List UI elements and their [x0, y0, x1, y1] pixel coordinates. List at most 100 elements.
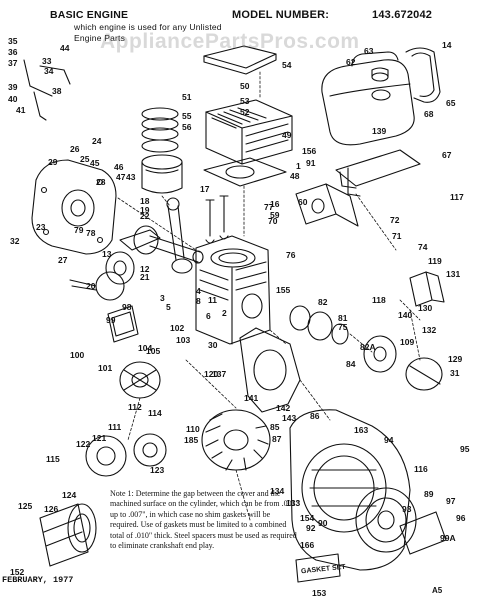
part-number-50: 50 — [240, 81, 250, 91]
part-number-126: 126 — [44, 504, 59, 514]
part-number-132: 132 — [422, 325, 437, 335]
part-number-47: 47 — [116, 172, 126, 182]
part-number-23: 23 — [36, 222, 46, 232]
part-number-76: 76 — [286, 250, 296, 260]
ignition-coil — [409, 271, 445, 307]
part-number-122: 122 — [76, 439, 91, 449]
model-number-value: 143.672042 — [372, 9, 433, 21]
part-number-30: 30 — [208, 340, 218, 350]
part-number-133: 133 — [286, 498, 301, 508]
part-number-20: 20 — [86, 281, 96, 291]
part-number-94: 94 — [384, 435, 394, 445]
part-number-43: 43 — [126, 172, 136, 182]
part-number-5: 5 — [166, 302, 171, 312]
part-number-75: 75 — [338, 322, 348, 332]
part-number-60: 60 — [298, 197, 308, 207]
part-number-116: 116 — [414, 464, 428, 474]
part-number-153: 153 — [312, 588, 327, 598]
part-number-156: 156 — [302, 146, 317, 156]
part-number-82A: 82A — [360, 342, 376, 352]
part-number-101: 101 — [98, 363, 113, 373]
part-number-53: 53 — [240, 96, 250, 106]
piston-rings — [141, 107, 179, 153]
note-text: Note 1: Determine the gap between the co… — [110, 489, 299, 551]
part-number-67: 67 — [442, 150, 452, 160]
part-number-121: 121 — [92, 433, 107, 443]
part-number-99A: 99A — [440, 533, 456, 543]
part-number-92: 92 — [306, 523, 316, 533]
part-number-2: 2 — [222, 308, 227, 318]
part-number-93: 93 — [402, 504, 412, 514]
part-number-142: 142 — [276, 403, 291, 413]
breaker-box — [405, 357, 443, 391]
cylinder-head-cover — [203, 45, 277, 75]
part-number-95: 95 — [460, 444, 470, 454]
part-number-129: 129 — [448, 354, 463, 364]
flywheel — [201, 409, 271, 471]
part-number-137: 137 — [212, 369, 227, 379]
part-number-74: 74 — [418, 242, 428, 252]
crankshaft — [119, 225, 204, 264]
part-number-139: 139 — [372, 126, 387, 136]
part-number-140: 140 — [398, 310, 413, 320]
part-number-143: 143 — [282, 413, 297, 423]
part-number-90: 90 — [318, 518, 328, 528]
part-number-82: 82 — [318, 297, 328, 307]
part-number-40: 40 — [8, 94, 18, 104]
part-number-134: 134 — [270, 486, 285, 496]
part-number-98: 98 — [122, 302, 132, 312]
part-number-105: 105 — [146, 346, 161, 356]
sheet-code: A5 — [432, 586, 443, 595]
part-number-141: 141 — [244, 393, 259, 403]
magneto-stator — [363, 335, 397, 373]
part-number-70: 70 — [268, 216, 278, 226]
part-number-112: 112 — [128, 402, 142, 412]
part-number-52: 52 — [240, 107, 250, 117]
part-number-109: 109 — [400, 337, 415, 347]
part-number-97: 97 — [446, 496, 456, 506]
part-number-32: 32 — [10, 236, 20, 246]
part-number-78: 78 — [86, 228, 96, 238]
part-number-49: 49 — [282, 130, 292, 140]
diagram-title: BASIC ENGINE — [50, 9, 129, 21]
part-number-11: 11 — [208, 295, 217, 305]
part-number-16: 16 — [270, 199, 280, 209]
part-number-18: 18 — [140, 196, 150, 206]
valves — [205, 195, 229, 244]
muffler — [39, 503, 97, 567]
fuel-tank — [321, 51, 415, 146]
part-number-55: 55 — [182, 111, 192, 121]
part-number-28: 28 — [96, 177, 106, 187]
crank-gear — [105, 251, 135, 285]
part-number-22: 22 — [140, 211, 150, 221]
part-number-72: 72 — [390, 215, 400, 225]
part-number-1: 1 — [296, 161, 301, 171]
part-number-25: 25 — [80, 154, 90, 164]
part-number-68: 68 — [424, 109, 434, 119]
part-number-29: 29 — [48, 157, 58, 167]
part-number-33: 33 — [42, 56, 52, 66]
part-number-89: 89 — [424, 489, 434, 499]
part-number-4: 4 — [196, 286, 201, 296]
part-number-56: 56 — [182, 122, 192, 132]
part-number-46: 46 — [114, 162, 124, 172]
part-number-155: 155 — [276, 285, 291, 295]
cylinder-head — [205, 99, 293, 165]
fan — [119, 361, 161, 399]
model-number-label: MODEL NUMBER: — [232, 9, 330, 21]
starter-cup — [133, 433, 167, 467]
part-number-12: 12 — [140, 264, 150, 274]
diagram-date: FEBRUARY, 1977 — [2, 575, 74, 585]
part-number-48: 48 — [290, 171, 300, 181]
part-number-41: 41 — [16, 105, 26, 115]
part-number-99: 99 — [106, 315, 116, 325]
watermark: AppliancePartsPros.com — [100, 30, 360, 53]
part-number-81: 81 — [338, 313, 348, 323]
part-number-85: 85 — [270, 422, 280, 432]
part-number-6: 6 — [206, 311, 211, 321]
part-number-163: 163 — [354, 425, 369, 435]
part-number-37: 37 — [8, 58, 18, 68]
part-number-100: 100 — [70, 350, 85, 360]
